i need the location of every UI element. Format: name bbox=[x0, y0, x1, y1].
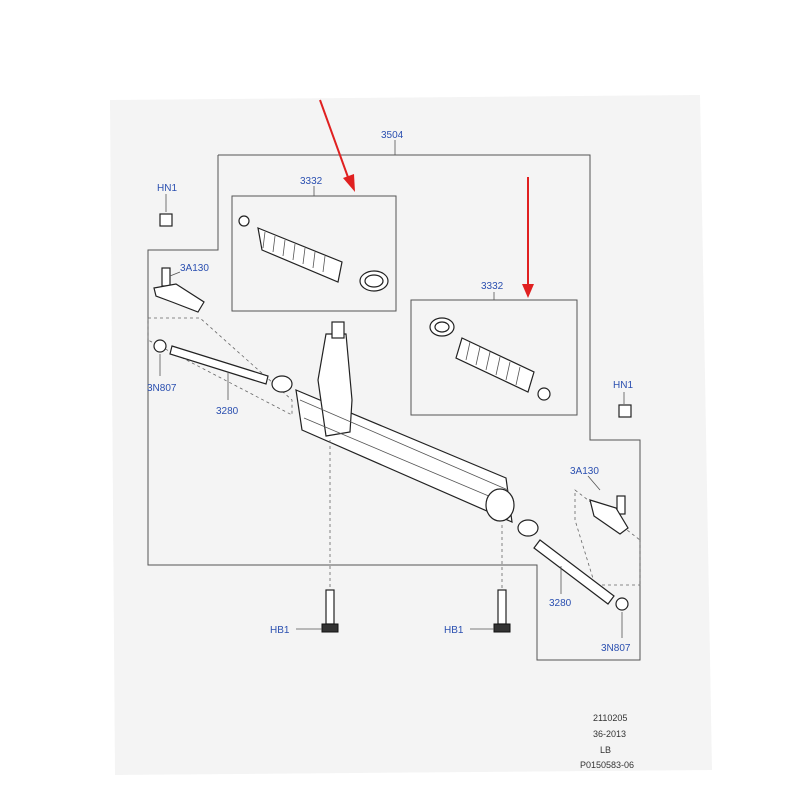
label-rod-left: 3280 bbox=[216, 406, 239, 417]
boot-right-part bbox=[429, 317, 551, 401]
label-nut-right: HN1 bbox=[613, 380, 633, 391]
dashed-group-left bbox=[147, 317, 293, 416]
dashed-group-right bbox=[574, 489, 641, 586]
red-arrow-right bbox=[522, 177, 534, 298]
tie-rod-end-left-part bbox=[153, 267, 205, 353]
assembly-outline bbox=[147, 154, 641, 661]
label-boot-left: 3332 bbox=[300, 176, 323, 187]
label-end-left: 3A130 bbox=[180, 263, 209, 274]
nut-left-part bbox=[159, 213, 173, 227]
rod-left-part bbox=[169, 345, 293, 393]
label-assembly: 3504 bbox=[381, 130, 404, 141]
label-leaders bbox=[159, 140, 625, 638]
tie-rod-end-right-part bbox=[589, 495, 629, 611]
rod-right-part bbox=[517, 519, 615, 605]
label-locknut-right: 3N807 bbox=[601, 643, 631, 654]
bolt-left-part bbox=[321, 589, 339, 633]
label-bolt-left: HB1 bbox=[270, 625, 290, 636]
label-nut-left: HN1 bbox=[157, 183, 177, 194]
label-locknut-left: 3N807 bbox=[147, 383, 177, 394]
background-panel bbox=[110, 95, 712, 775]
red-arrow-left bbox=[319, 99, 355, 192]
label-boot-right: 3332 bbox=[481, 281, 504, 292]
nut-right-part bbox=[618, 404, 632, 418]
footer-line-2: 36-2013 bbox=[593, 729, 626, 739]
label-end-right: 3A130 bbox=[570, 466, 599, 477]
footer-line-1: 2110205 bbox=[593, 713, 627, 723]
footer-line-4: P0150583-06 bbox=[580, 760, 634, 770]
label-rod-right: 3280 bbox=[549, 598, 572, 609]
bolt-right-part bbox=[493, 589, 511, 633]
boot-left-part bbox=[238, 215, 389, 292]
label-bolt-right: HB1 bbox=[444, 625, 464, 636]
rack-housing-part bbox=[295, 321, 515, 523]
footer-line-3: LB bbox=[600, 745, 611, 755]
